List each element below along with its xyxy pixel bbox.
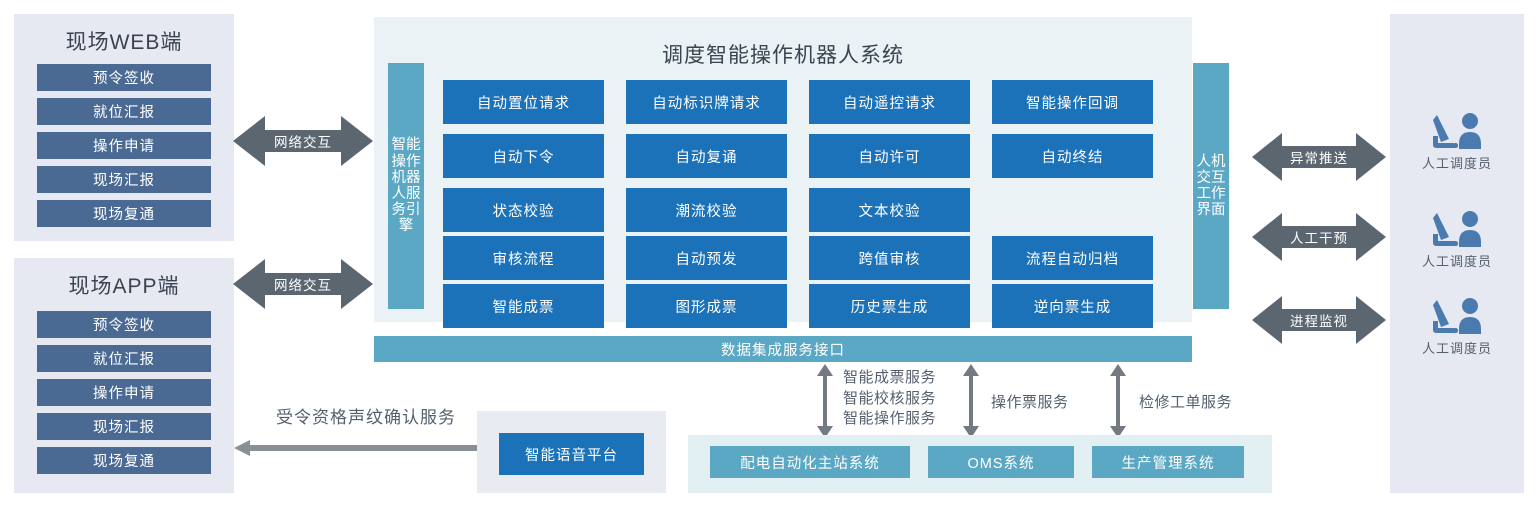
function-box-0[interactable]: 自动置位请求: [443, 80, 604, 124]
app-client-item-3[interactable]: 现场汇报: [37, 413, 211, 440]
function-box-2[interactable]: 自动遥控请求: [809, 80, 970, 124]
web-client-item-3[interactable]: 现场汇报: [37, 166, 211, 193]
robot-service-engine-bar: 智能操作机器人服务引擎: [388, 63, 424, 309]
operator-2-label: 人工调度员: [1421, 341, 1492, 356]
service-link-0-label: 智能成票服务 智能校核服务 智能操作服务: [843, 369, 937, 428]
robot-system-panel: 调度智能操作机器人系统 智能操作机器人服务引擎 自动置位请求 自动标识牌请求 自…: [374, 17, 1229, 328]
web-client-panel: 现场WEB端 预令签收 就位汇报 操作申请 现场汇报 现场复通: [14, 14, 234, 241]
operator-0-label: 人工调度员: [1421, 156, 1492, 171]
app-client-title: 现场APP端: [68, 275, 180, 298]
service-arrow-2: [1105, 364, 1131, 438]
external-systems-group: 配电自动化主站系统 OMS系统 生产管理系统: [688, 435, 1272, 493]
function-box-11[interactable]: 审核流程: [443, 236, 604, 280]
function-box-14[interactable]: 流程自动归档: [992, 236, 1153, 280]
function-box-4[interactable]: 自动下令: [443, 134, 604, 178]
voice-service-arrow: [234, 436, 498, 460]
function-box-13[interactable]: 跨值审核: [809, 236, 970, 280]
web-client-item-2[interactable]: 操作申请: [37, 132, 211, 159]
app-client-item-2[interactable]: 操作申请: [37, 379, 211, 406]
operator-arrow-exception-push: 异常推送: [1252, 129, 1386, 185]
network-arrow-web: 网络交互: [233, 112, 373, 170]
operator-arrow-process-monitor: 进程监视: [1252, 292, 1386, 348]
app-client-panel: 现场APP端 预令签收 就位汇报 操作申请 现场汇报 现场复通: [14, 258, 234, 493]
function-box-3[interactable]: 智能操作回调: [992, 80, 1153, 124]
function-box-15[interactable]: 智能成票: [443, 284, 604, 328]
app-client-item-1[interactable]: 就位汇报: [37, 345, 211, 372]
app-client-item-0[interactable]: 预令签收: [37, 311, 211, 338]
voice-platform-group: 智能语音平台: [477, 411, 666, 493]
function-box-9[interactable]: 潮流校验: [626, 188, 787, 232]
service-link-1-label: 操作票服务: [991, 394, 1069, 411]
function-box-12[interactable]: 自动预发: [626, 236, 787, 280]
external-system-1[interactable]: OMS系统: [928, 446, 1074, 478]
app-client-item-4[interactable]: 现场复通: [37, 447, 211, 474]
external-system-2[interactable]: 生产管理系统: [1092, 446, 1244, 478]
operator-workstation-icon: [1433, 211, 1481, 247]
voice-service-arrow-label: 受令资格声纹确认服务: [276, 408, 456, 427]
service-link-2-label: 检修工单服务: [1139, 394, 1233, 411]
function-box-18[interactable]: 逆向票生成: [992, 284, 1153, 328]
operator-0: 人工调度员: [1397, 112, 1517, 172]
service-arrow-0: [812, 364, 838, 438]
web-client-item-4[interactable]: 现场复通: [37, 200, 211, 227]
operator-1: 人工调度员: [1397, 210, 1517, 270]
function-box-6[interactable]: 自动许可: [809, 134, 970, 178]
web-client-item-0[interactable]: 预令签收: [37, 64, 211, 91]
function-box-5[interactable]: 自动复诵: [626, 134, 787, 178]
operator-2: 人工调度员: [1397, 297, 1517, 357]
network-arrow-app: 网络交互: [233, 255, 373, 313]
robot-system-title: 调度智能操作机器人系统: [662, 44, 904, 67]
operator-workstation-icon: [1433, 298, 1481, 334]
web-client-item-1[interactable]: 就位汇报: [37, 98, 211, 125]
data-integration-service-bar: 数据集成服务接口: [374, 336, 1192, 362]
operator-arrow-manual-intervention: 人工干预: [1252, 209, 1386, 265]
function-box-1[interactable]: 自动标识牌请求: [626, 80, 787, 124]
service-arrow-1: [958, 364, 984, 438]
function-box-17[interactable]: 历史票生成: [809, 284, 970, 328]
function-box-10[interactable]: 文本校验: [809, 188, 970, 232]
voice-platform-box[interactable]: 智能语音平台: [499, 433, 644, 475]
hmi-workspace-bar: 人机交互工作界面: [1193, 63, 1229, 309]
operator-1-label: 人工调度员: [1421, 254, 1492, 269]
function-box-7[interactable]: 自动终结: [992, 134, 1153, 178]
operator-panel: 人工调度员 人工调度员 人工调度员: [1390, 14, 1524, 493]
external-system-0[interactable]: 配电自动化主站系统: [710, 446, 910, 478]
operator-workstation-icon: [1433, 113, 1481, 149]
web-client-title: 现场WEB端: [65, 31, 183, 54]
function-box-8[interactable]: 状态校验: [443, 188, 604, 232]
function-box-16[interactable]: 图形成票: [626, 284, 787, 328]
